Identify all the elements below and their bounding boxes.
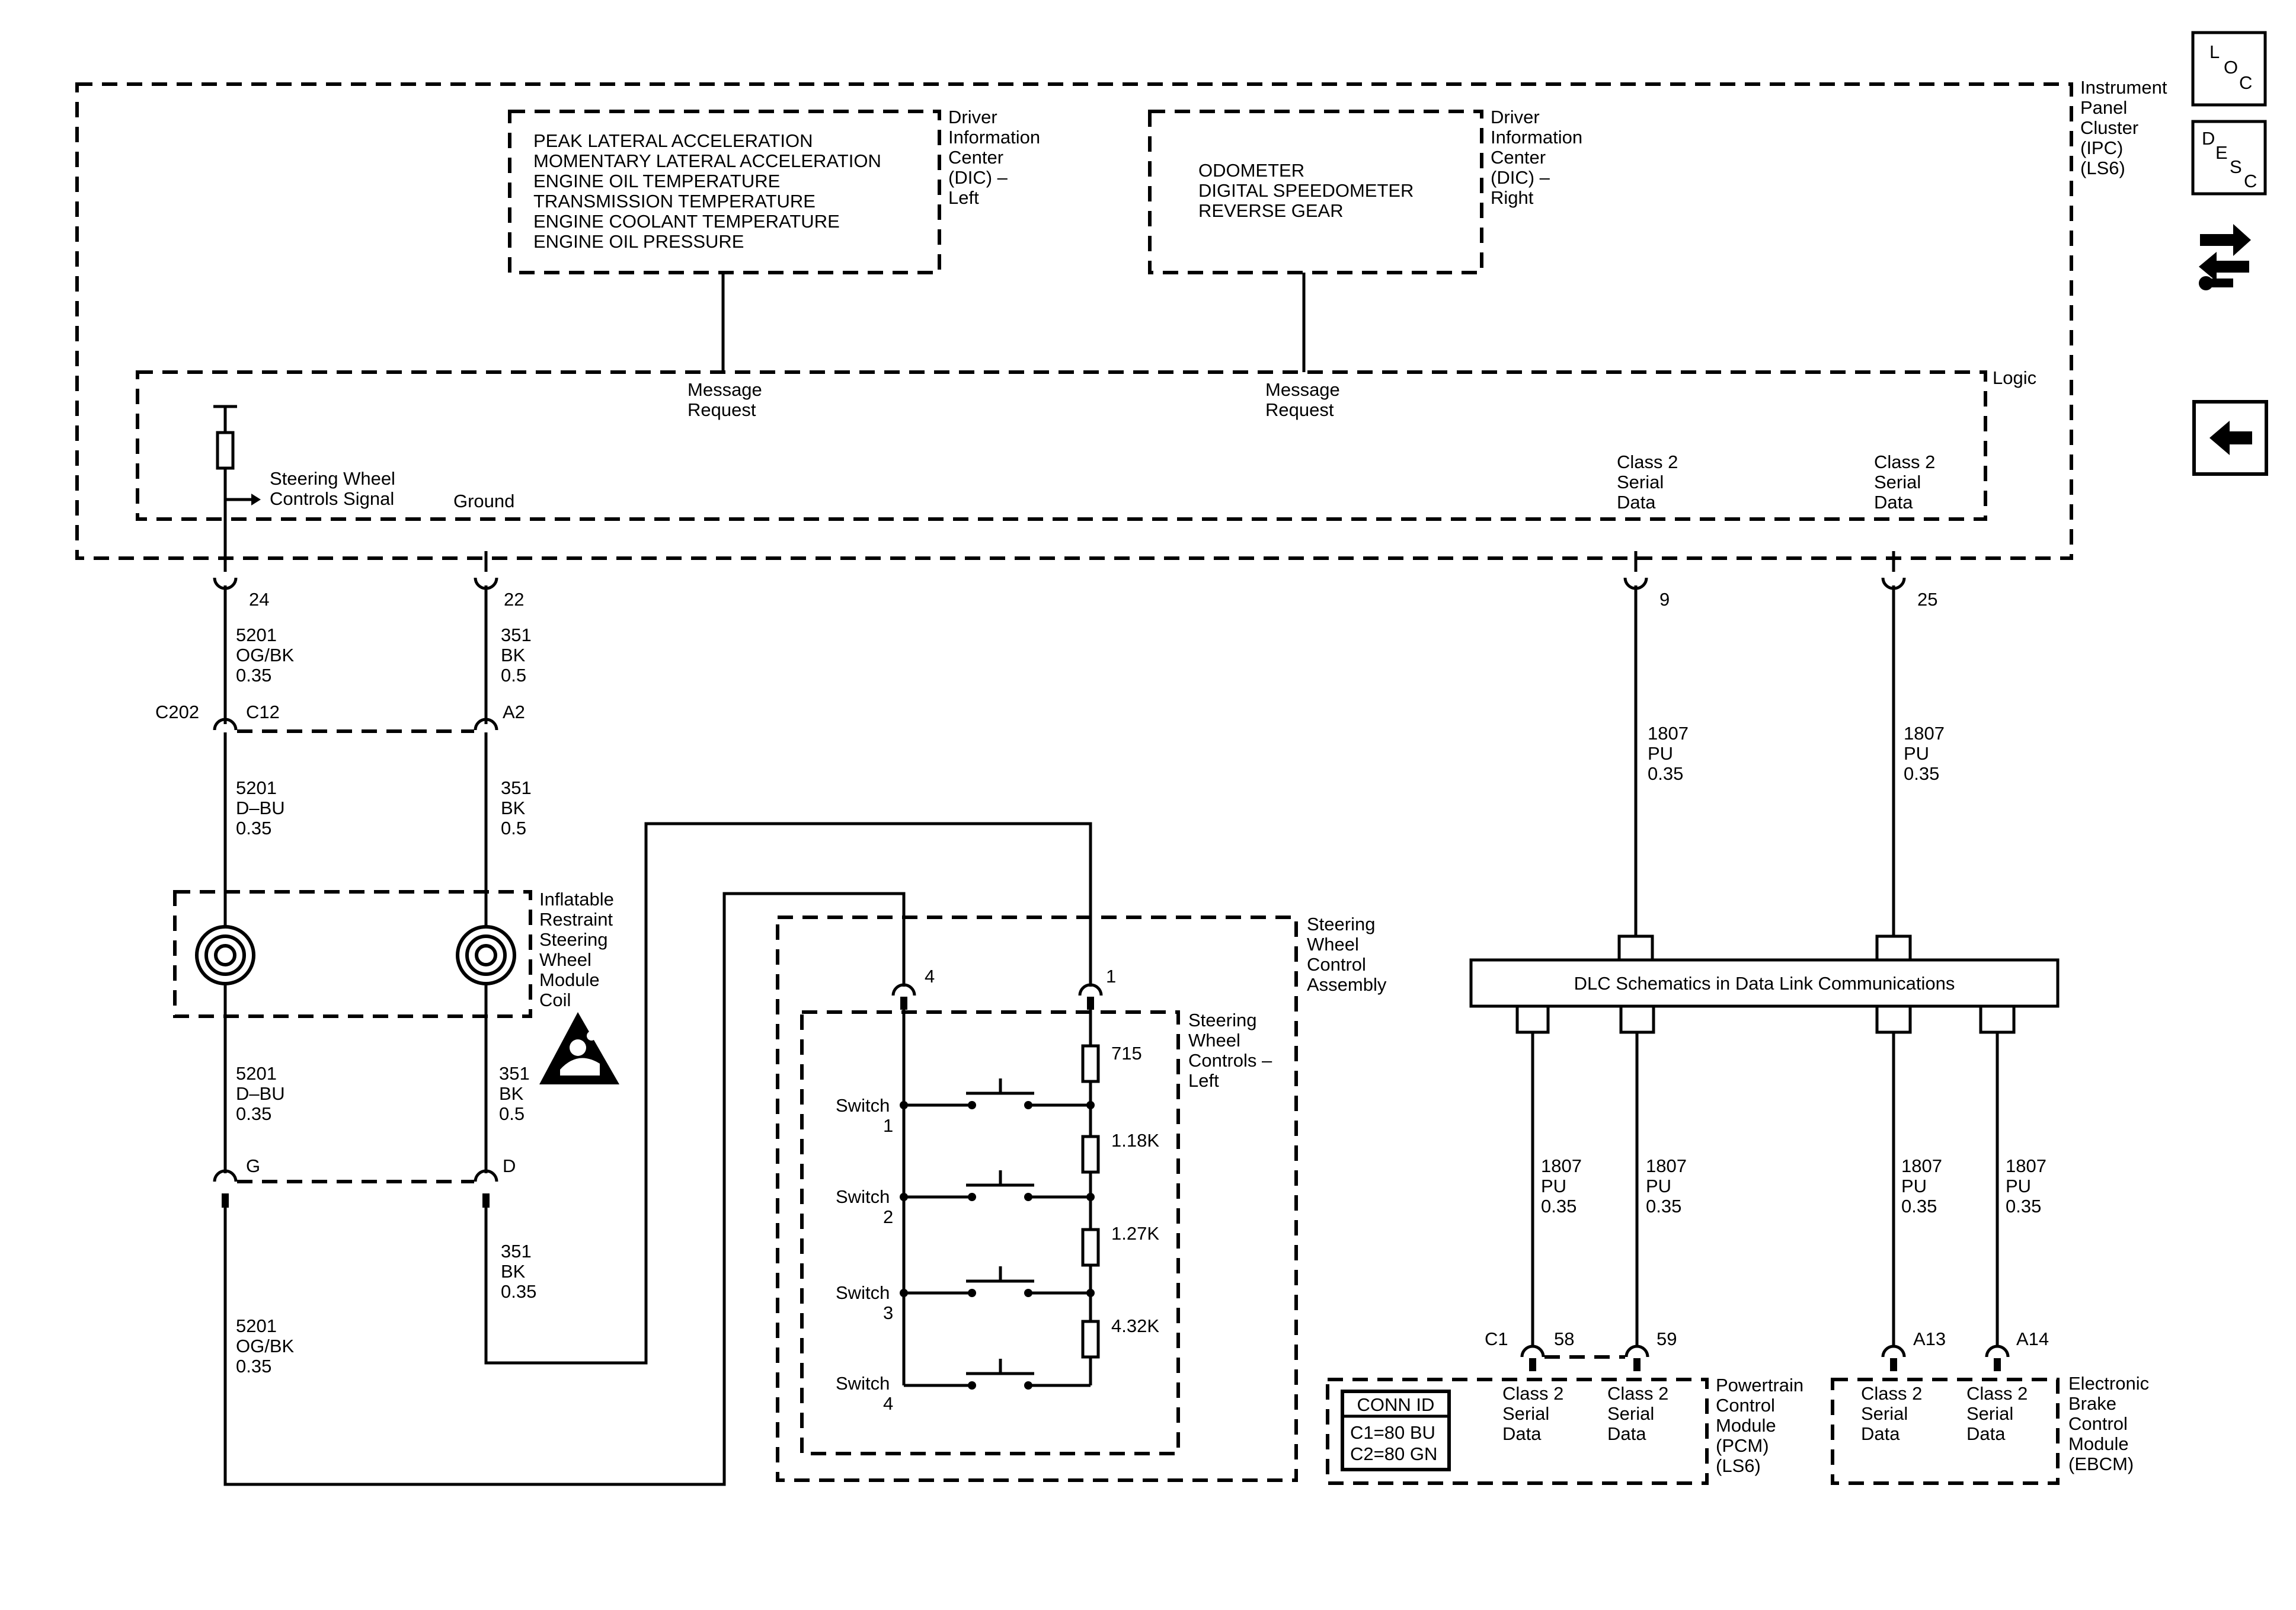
connector-c202: C202: [155, 702, 199, 722]
wire-d-bu: 5201 D–BU 0.35: [236, 777, 290, 838]
clockspring-coil-left: [195, 925, 255, 985]
pin-a13: A13: [1913, 1329, 1946, 1349]
pin-4: 4: [925, 966, 935, 987]
pin-9: 9: [1659, 589, 1670, 610]
dic-left-label: Driver Information Center (DIC) – Left: [948, 107, 1045, 208]
left-wires: 5201 OG/BK 0.35 351 BK 0.5 C202 C12 A2 5…: [155, 585, 536, 889]
ebcm-module: A13 A14 Class 2 Serial Data Class 2 Seri…: [1831, 1329, 2154, 1485]
pin-22: 22: [504, 589, 524, 610]
swc-left-label: Steering Wheel Controls – Left: [1188, 1010, 1277, 1091]
dic-left: PEAK LATERAL ACCELERATION MOMENTARY LATE…: [508, 107, 1045, 420]
ipc-pins: 24 22 9 25: [213, 577, 1937, 610]
steering-wheel-control-assembly: Steering Wheel Control Assembly 4 1 Stee…: [776, 914, 1387, 1482]
coil-label: Inflatable Restraint Steering Wheel Modu…: [539, 889, 619, 1010]
switch-4: Switch 4: [836, 1359, 1091, 1414]
airbag-warning-icon: [539, 1012, 619, 1084]
conn-id-row-1: C1=80 BU: [1350, 1422, 1435, 1443]
pin-1: 1: [1106, 966, 1116, 987]
back-arrow-button[interactable]: [2192, 400, 2268, 476]
dlc-link[interactable]: DLC Schematics in Data Link Communicatio…: [1469, 958, 2060, 1008]
wire-1807-a: 1807 PU 0.35: [1648, 723, 1694, 784]
sidebar-nav: L O C D E S C: [2191, 31, 2268, 476]
conn-id-row-2: C2=80 GN: [1350, 1443, 1437, 1464]
inflatable-restraint-coil: Inflatable Restraint Steering Wheel Modu…: [173, 889, 619, 1084]
lower-left-wires: 5201 D–BU 0.35 351 BK 0.5 G D 351 BK 0.3…: [213, 822, 1092, 1486]
wire-1807-e: 1807 PU 0.35: [1901, 1156, 1948, 1217]
ebcm-label: Electronic Brake Control Module (EBCM): [2068, 1373, 2154, 1474]
back-arrow-icon: [2209, 421, 2252, 455]
class2-label-a: Class 2 Serial Data: [1617, 452, 1683, 513]
pcm-label: Powertrain Control Module (PCM) (LS6): [1716, 1375, 1809, 1476]
desc-char-s: S: [2230, 156, 2242, 177]
ipc-label: Instrument Panel Cluster (IPC) (LS6): [2080, 77, 2172, 178]
loc-char-l: L: [2209, 41, 2220, 62]
desc-char-d: D: [2202, 128, 2215, 149]
wire-bk-top: 351 BK 0.5: [501, 625, 536, 686]
pcm-module: C1 58 59 Class 2 Serial Data Class 2 Ser…: [1326, 1329, 1809, 1485]
dic-left-items: PEAK LATERAL ACCELERATION MOMENTARY LATE…: [533, 130, 886, 252]
clockspring-coil-right: [456, 925, 516, 985]
switch-3: Switch 3: [836, 1266, 1095, 1323]
wire-og-bk-bottom: 5201 OG/BK 0.35: [236, 1315, 299, 1377]
desc-char-c: C: [2244, 171, 2257, 191]
connector-c1: C1: [1485, 1329, 1508, 1349]
class2-wires-upper: 1807 PU 0.35 1807 PU 0.35: [1617, 585, 1950, 959]
switch-1: Switch 1: [836, 1078, 1095, 1136]
resistor-1-18k: 1.18K: [1111, 1130, 1159, 1151]
switch-3-label: Switch 3: [836, 1282, 895, 1323]
pin-a14: A14: [2016, 1329, 2049, 1349]
ebcm-class2-a: Class 2 Serial Data: [1861, 1383, 1927, 1444]
connector-d: D: [503, 1156, 516, 1176]
wire-1807-f: 1807 PU 0.35: [2006, 1156, 2052, 1217]
connector-view-icon[interactable]: [2199, 224, 2251, 290]
switch-2: Switch 2: [836, 1170, 1095, 1227]
resistor-1-27k: 1.27K: [1111, 1223, 1159, 1244]
connector-g: G: [246, 1156, 260, 1176]
switch-4-label: Switch 4: [836, 1373, 895, 1414]
pcm-class2-b: Class 2 Serial Data: [1607, 1383, 1674, 1444]
pin-58: 58: [1554, 1329, 1574, 1349]
class2-label-b: Class 2 Serial Data: [1874, 452, 1940, 513]
wire-1807-d: 1807 PU 0.35: [1646, 1156, 1692, 1217]
desc-button[interactable]: D E S C: [2191, 120, 2267, 196]
wire-1807-b: 1807 PU 0.35: [1904, 723, 1950, 784]
wire-bk-bottom: 351 BK 0.35: [501, 1241, 536, 1302]
swc-signal-input: Steering Wheel Controls Signal: [213, 405, 401, 572]
loc-char-c: C: [2239, 72, 2252, 93]
message-request-left: Message Request: [687, 379, 767, 420]
connector-a2: A2: [503, 702, 525, 722]
switch-1-label: Switch 1: [836, 1095, 895, 1136]
dic-right-label: Driver Information Center (DIC) – Right: [1491, 107, 1588, 208]
swc-signal-label: Steering Wheel Controls Signal: [270, 468, 401, 509]
pin-59: 59: [1657, 1329, 1677, 1349]
connector-c12: C12: [246, 702, 280, 722]
swc-assembly-label: Steering Wheel Control Assembly: [1307, 914, 1387, 995]
logic-label: Logic: [1993, 367, 2036, 388]
message-request-right: Message Request: [1265, 379, 1345, 420]
dic-right: ODOMETER DIGITAL SPEEDOMETER REVERSE GEA…: [1148, 107, 1588, 420]
dlc-label[interactable]: DLC Schematics in Data Link Communicatio…: [1574, 973, 1955, 994]
conn-id-title: CONN ID: [1357, 1394, 1435, 1415]
desc-char-e: E: [2215, 142, 2228, 163]
resistor-4-32k: 4.32K: [1111, 1315, 1159, 1336]
pcm-class2-a: Class 2 Serial Data: [1502, 1383, 1569, 1444]
ebcm-class2-b: Class 2 Serial Data: [1966, 1383, 2033, 1444]
wire-bk-lower: 351 BK 0.5: [499, 1063, 535, 1124]
resistor-715: 715: [1111, 1043, 1142, 1064]
wire-og-bk-top: 5201 OG/BK 0.35: [236, 625, 299, 686]
loc-button[interactable]: L O C: [2191, 31, 2267, 107]
wire-bk-mid: 351 BK 0.5: [501, 777, 536, 838]
ipc-module: Instrument Panel Cluster (IPC) (LS6) Log…: [75, 77, 2172, 572]
pin-25: 25: [1917, 589, 1937, 610]
conn-id-table: CONN ID C1=80 BU C2=80 GN: [1341, 1390, 1451, 1471]
ground-label: Ground: [453, 491, 514, 511]
loc-char-o: O: [2224, 57, 2238, 78]
wire-1807-c: 1807 PU 0.35: [1541, 1156, 1587, 1217]
dic-right-items: ODOMETER DIGITAL SPEEDOMETER REVERSE GEA…: [1198, 160, 1419, 221]
switch-2-label: Switch 2: [836, 1186, 895, 1227]
class2-wires-lower: 1807 PU 0.35 1807 PU 0.35 1807 PU 0.35 1…: [1515, 1007, 2052, 1346]
pin-24: 24: [249, 589, 269, 610]
wire-d-bu-lower: 5201 D–BU 0.35: [236, 1063, 290, 1124]
